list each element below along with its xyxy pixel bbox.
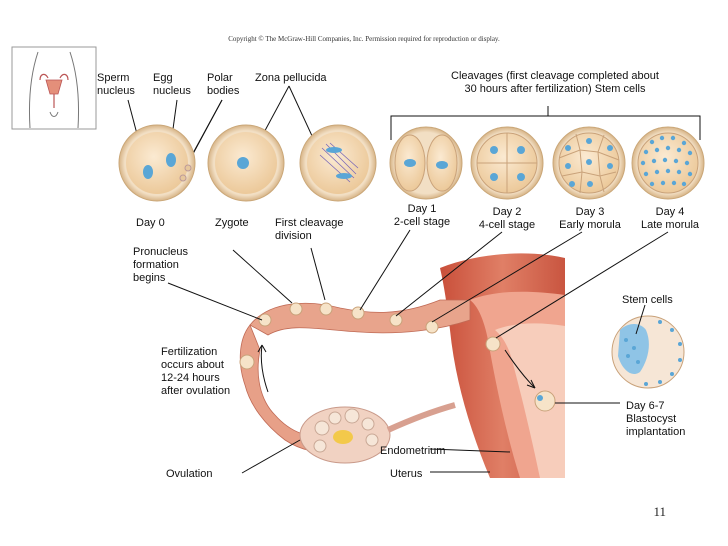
body-outline-thumbnail [11,46,97,130]
label-pronucleus: Pronucleus formation begins [133,246,189,284]
label-fertilization: Fertilization occurs about 12-24 hours a… [161,346,231,397]
label-egg-nucleus: Egg nucleus [153,72,191,97]
copyright-notice: Copyright © The McGraw-Hill Companies, I… [228,35,500,43]
label-polar-bodies: Polar bodies [207,72,240,97]
two-cell-embryo [389,126,463,200]
label-day1: Day 1 2-cell stage [393,203,451,228]
label-ovulation: Ovulation [166,468,213,480]
zygote [207,124,285,202]
migration-arrows [257,344,536,393]
label-zygote: Zygote [215,217,249,229]
late-morula [631,126,705,200]
four-cell-embryo [470,126,544,200]
label-endometrium: Endometrium [380,445,446,457]
label-day2: Day 2 4-cell stage [478,206,536,231]
uterus-illustration [239,253,565,478]
label-zona-pellucida: Zona pellucida [255,72,327,84]
label-cleavages: Cleavages (first cleavage completed abou… [451,70,659,95]
bottom-leader-lines [167,229,669,474]
early-morula [552,126,626,200]
label-stem-cells: Stem cells [622,294,673,306]
label-day3: Day 3 Early morula [559,206,621,231]
first-cleavage-cell [299,124,377,202]
label-day67-blastocyst: Day 6-7 Blastocyst implantation [626,400,686,438]
blastocyst-stem-cells [611,315,685,389]
page-number: 11 [653,504,666,519]
label-day4: Day 4 Late morula [640,206,700,231]
day0-egg [118,124,196,202]
label-day0: Day 0 [136,217,165,229]
label-sperm-nucleus: Sperm nucleus [97,72,135,97]
label-first-cleavage: First cleavage division [275,217,344,242]
label-uterus: Uterus [390,468,423,480]
